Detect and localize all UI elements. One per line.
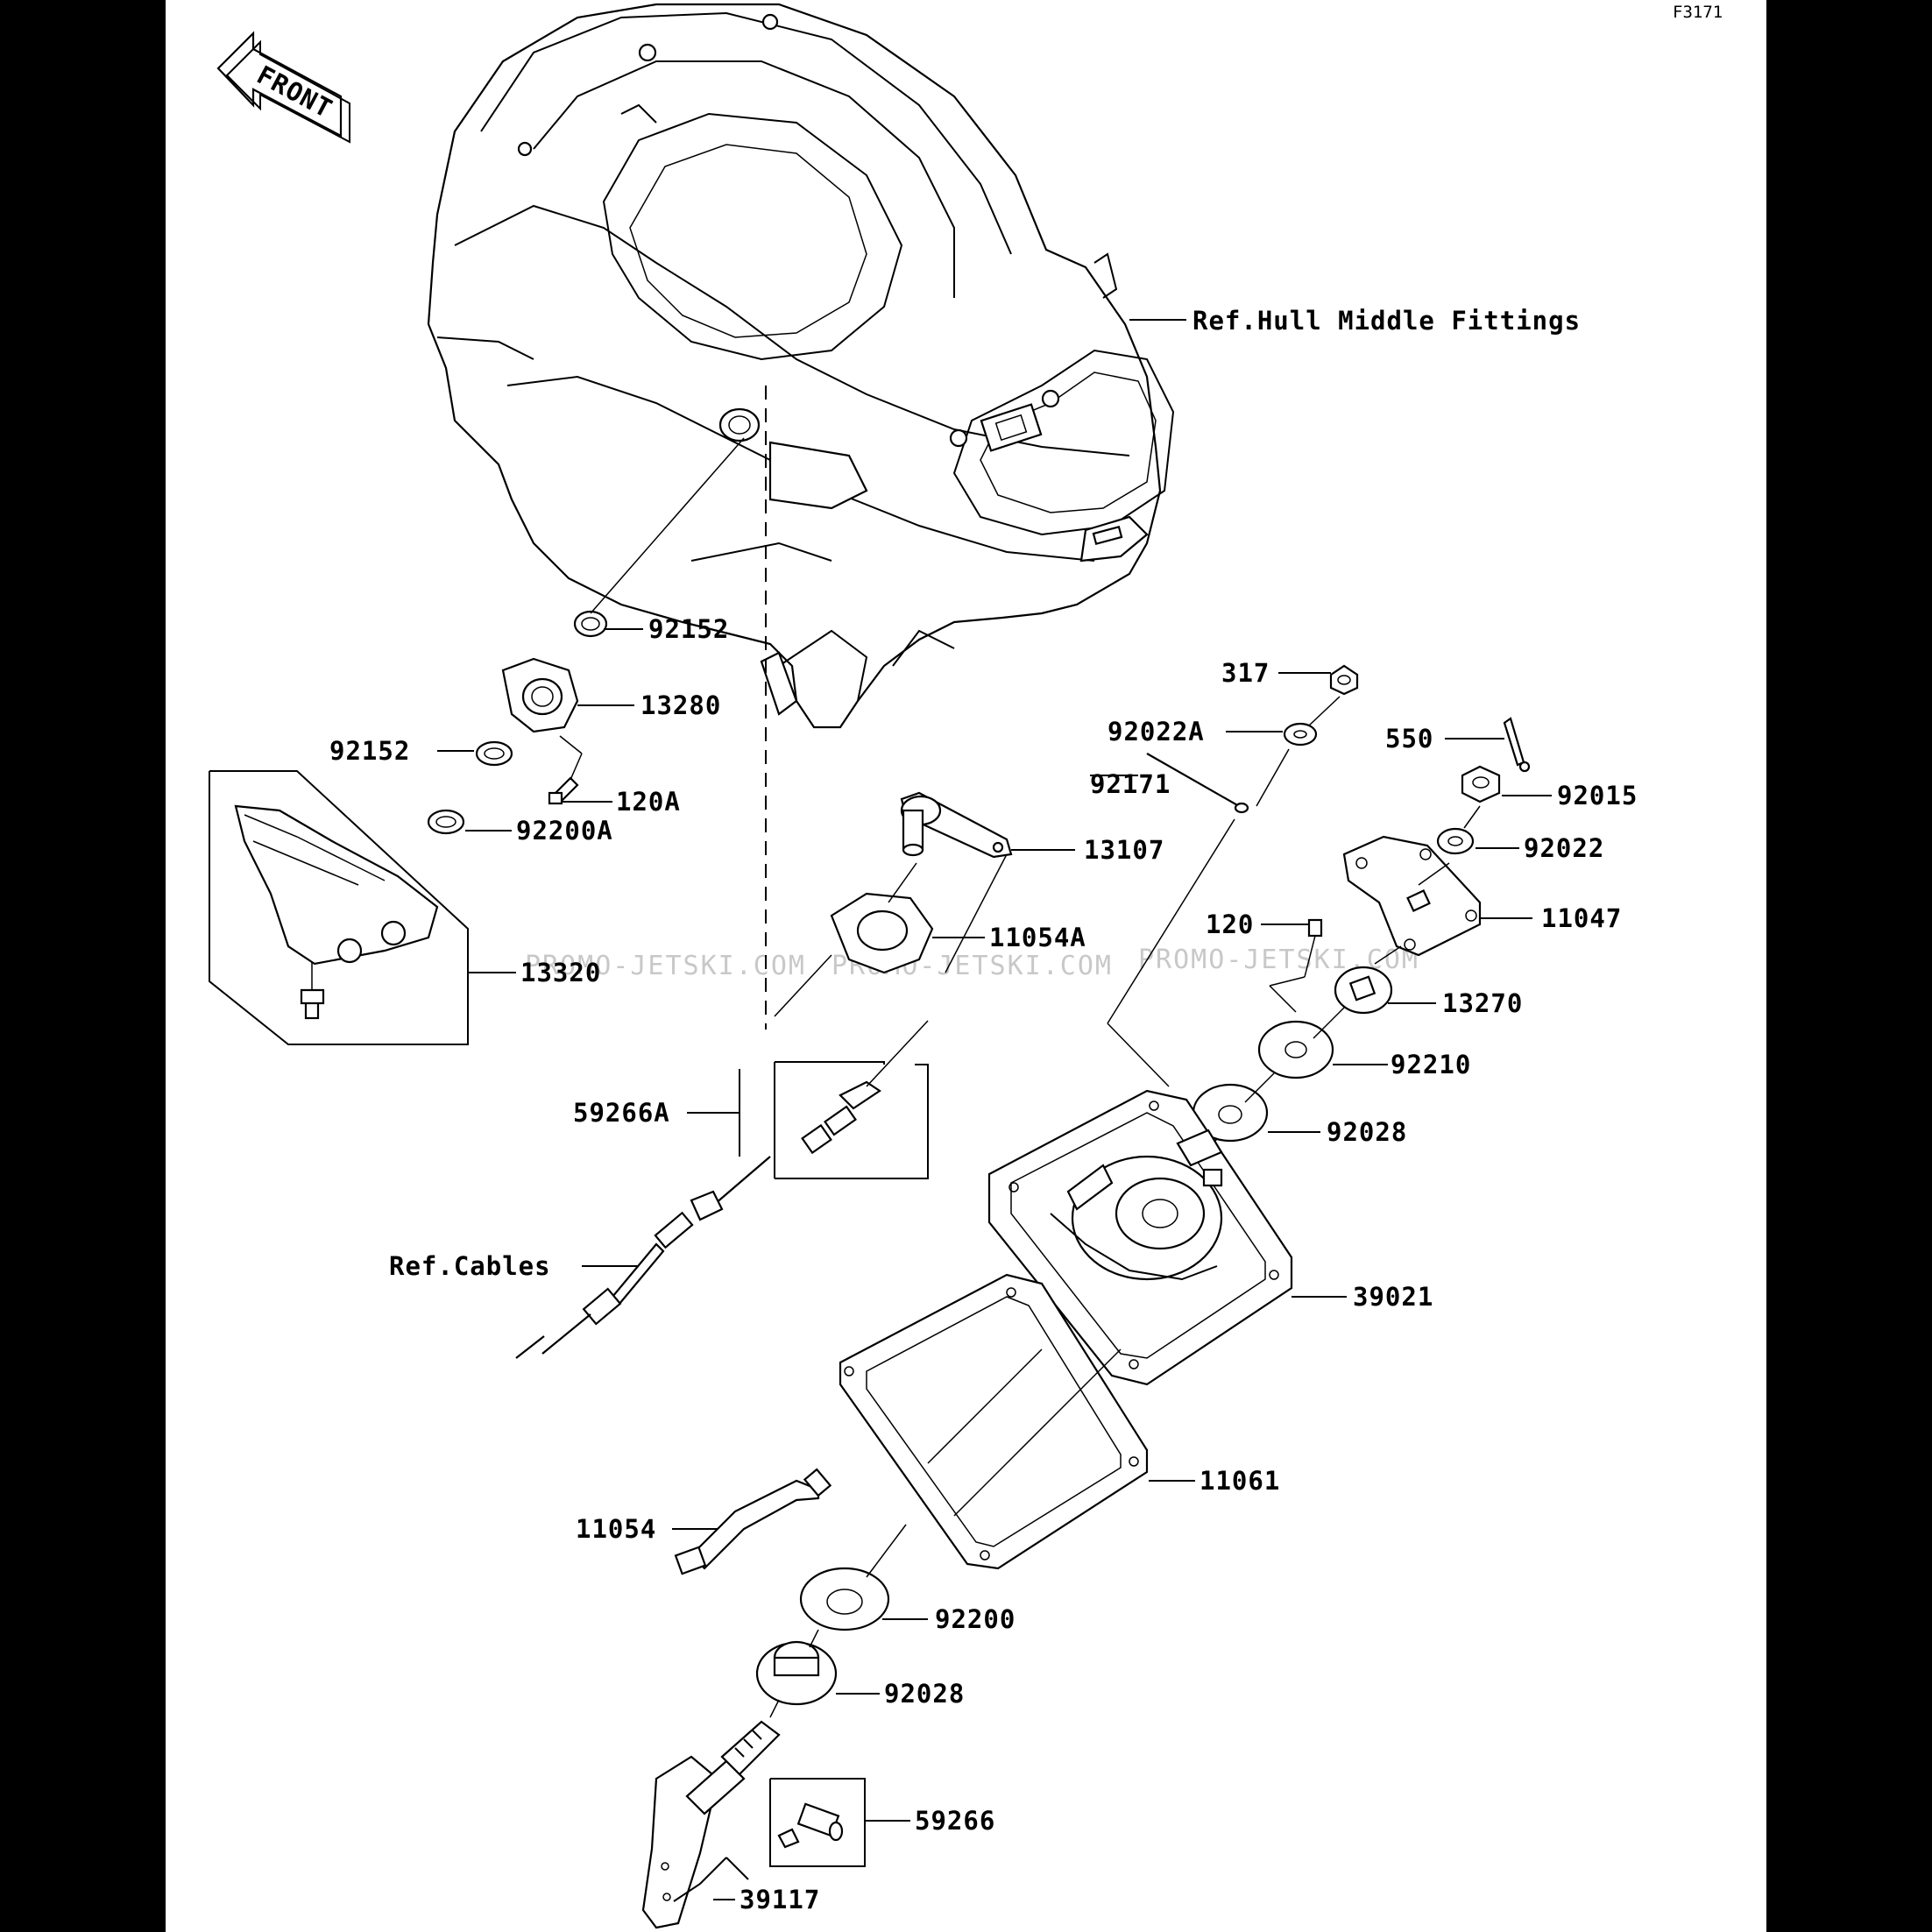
- part-39117-shaft: [641, 1720, 781, 1929]
- callout-13320: 13320: [520, 958, 601, 987]
- callout-120A: 120A: [616, 787, 681, 817]
- part-92015-castle-nut: [1461, 765, 1501, 803]
- callout-ref-cables: Ref.Cables: [389, 1251, 551, 1281]
- part-39021-housing: [987, 1089, 1293, 1386]
- callout-92028-lower: 92028: [884, 1679, 965, 1709]
- callout-39117: 39117: [740, 1885, 820, 1914]
- part-59266A-joint: [774, 1020, 929, 1179]
- front-arrow-label: FRONT: [252, 60, 337, 124]
- part-59266-joint: [769, 1778, 866, 1867]
- callout-92015: 92015: [1557, 781, 1638, 810]
- cable-drawing: [515, 1156, 771, 1359]
- part-11054A-plate: [830, 892, 934, 974]
- callout-92200A: 92200A: [516, 816, 613, 846]
- callout-92028-upper: 92028: [1327, 1117, 1407, 1147]
- hull-console-drawing: [427, 3, 1175, 729]
- parts-diagram: F3171 FRONT PROMO-JETSKI.COM PROMO-JETSK…: [209, 3, 1723, 1929]
- callout-13280: 13280: [640, 690, 721, 720]
- callout-13107: 13107: [1084, 835, 1164, 865]
- part-11047-bracket: [1342, 835, 1482, 957]
- part-11061-gasket: [839, 1273, 1149, 1570]
- part-92171-pin: [1146, 753, 1249, 814]
- callout-120: 120: [1206, 909, 1254, 939]
- figure-code: F3171: [1673, 3, 1723, 22]
- part-120A-screw: [548, 776, 579, 805]
- callout-59266A: 59266A: [573, 1098, 670, 1128]
- callout-ref-hull: Ref.Hull Middle Fittings: [1192, 306, 1581, 336]
- part-92152-grommet: [573, 610, 608, 638]
- watermark-1: PROMO-JETSKI.COM: [525, 951, 806, 981]
- part-120-screw: [1304, 918, 1323, 978]
- part-92028-bushing-lower: [755, 1640, 838, 1706]
- diagram-sheet: F3171 FRONT PROMO-JETSKI.COM PROMO-JETSK…: [166, 0, 1766, 1932]
- part-317-nut: [1329, 664, 1359, 696]
- part-92022-washer: [1436, 827, 1475, 855]
- part-13320-footpad: [209, 770, 469, 1045]
- callout-92022A: 92022A: [1108, 717, 1205, 747]
- front-arrow-icon: FRONT: [216, 31, 350, 144]
- part-11054-arm: [674, 1468, 832, 1575]
- callout-92152-top: 92152: [648, 614, 729, 644]
- callout-11047: 11047: [1541, 903, 1622, 933]
- callout-59266: 59266: [915, 1806, 995, 1836]
- callout-11061: 11061: [1200, 1466, 1280, 1496]
- part-92022A-washer: [1283, 722, 1318, 747]
- part-550-cotter-pin: [1503, 717, 1531, 773]
- callout-92022: 92022: [1524, 833, 1604, 863]
- part-92200-washer: [799, 1567, 890, 1631]
- part-92210-bushing: [1257, 1020, 1334, 1079]
- callout-92171: 92171: [1090, 769, 1171, 799]
- part-13270-collar: [1334, 966, 1393, 1015]
- callout-11054: 11054: [576, 1514, 656, 1544]
- callout-39021: 39021: [1353, 1282, 1433, 1312]
- part-92200A-washer: [427, 809, 465, 835]
- callout-550: 550: [1385, 724, 1433, 754]
- callout-92210: 92210: [1391, 1050, 1471, 1079]
- callout-317: 317: [1221, 658, 1270, 688]
- part-13280-bracket: [501, 657, 579, 733]
- callout-92152-left: 92152: [329, 736, 410, 766]
- callout-92200: 92200: [935, 1604, 1016, 1634]
- callout-11054A: 11054A: [989, 923, 1086, 952]
- part-92152-grommet-2: [475, 740, 513, 767]
- callout-13270: 13270: [1442, 988, 1523, 1018]
- part-13107-lever: [900, 791, 1013, 859]
